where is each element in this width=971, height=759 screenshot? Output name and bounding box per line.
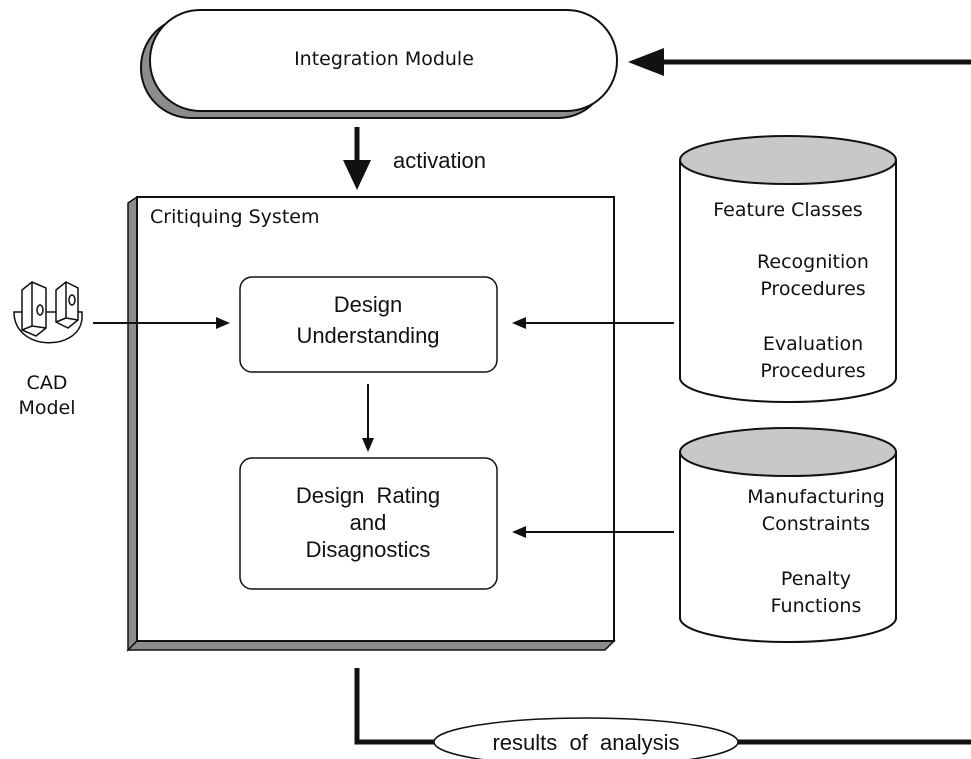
cad-model-line1: CAD <box>27 372 68 394</box>
kb1-item-4: Procedures <box>760 360 865 382</box>
activation-label: activation <box>393 148 486 173</box>
kb1-to-understanding-arrow <box>512 317 674 329</box>
critiquing-system-bottom <box>126 640 616 651</box>
critiquing-system-side <box>127 195 138 652</box>
kb2-item-2: Penalty <box>781 568 851 590</box>
knowledge-base-constraints: Manufacturing Constraints Penalty Functi… <box>679 427 897 643</box>
design-understanding-box: Design Understanding <box>239 276 498 373</box>
kb2-to-rating-arrow <box>512 526 674 538</box>
kb1-item-0: Feature Classes <box>713 199 862 221</box>
design-rating-line3: Disagnostics <box>306 537 431 562</box>
kb2-item-3: Functions <box>771 595 862 617</box>
kb2-item-0: Manufacturing <box>747 486 885 508</box>
integration-module-body <box>149 9 618 112</box>
knowledge-base-features: Feature Classes Recognition Procedures E… <box>679 135 897 403</box>
cad-to-understanding-arrow <box>93 317 230 329</box>
cad-model-line2: Model <box>18 397 75 419</box>
kb1-item-3: Evaluation <box>763 333 863 355</box>
feedback-arrow <box>628 48 971 76</box>
design-understanding-line2: Understanding <box>296 323 439 348</box>
cad-model: CAD Model <box>13 281 83 419</box>
integration-module-label: Integration Module <box>294 48 474 70</box>
results-oval: results of analysis <box>433 717 739 759</box>
integration-module: Integration Module <box>140 9 618 119</box>
critiquing-system-title: Critiquing System <box>150 206 319 228</box>
design-understanding-line1: Design <box>334 292 402 317</box>
cad-part-icon <box>13 281 83 344</box>
kb1-item-2: Procedures <box>760 278 865 300</box>
activation-arrow <box>343 127 371 190</box>
understanding-to-rating-arrow <box>362 384 374 452</box>
design-rating-line1: Design Rating <box>296 483 440 508</box>
kb1-item-1: Recognition <box>757 251 869 273</box>
design-rating-line2: and <box>350 510 387 535</box>
results-line <box>354 668 971 745</box>
results-label: results of analysis <box>492 730 679 755</box>
kb2-item-1: Constraints <box>762 513 870 535</box>
critiquing-system: Critiquing System <box>126 195 616 652</box>
design-rating-box: Design Rating and Disagnostics <box>239 457 498 590</box>
